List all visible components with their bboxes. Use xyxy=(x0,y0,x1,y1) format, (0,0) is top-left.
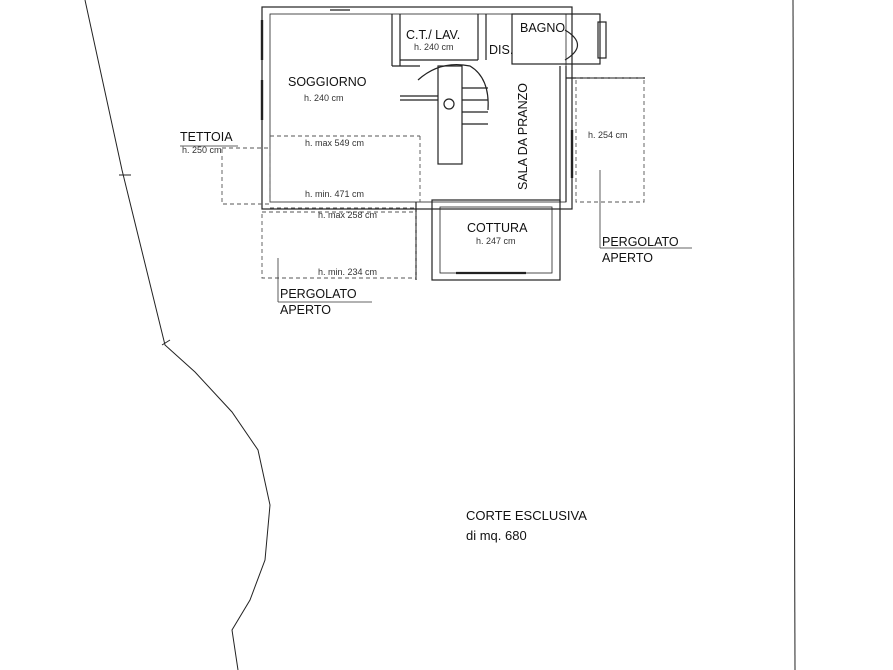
terrace-right-height: h. 254 cm xyxy=(588,130,628,140)
height-max-549: h. max 549 cm xyxy=(305,138,364,148)
ct-lav-label: C.T./ LAV. xyxy=(406,28,460,42)
lot-boundary xyxy=(84,0,796,670)
dis-label: DIS. xyxy=(489,43,513,57)
pergolato-right-line2: APERTO xyxy=(602,251,653,265)
height-min-234: h. min. 234 cm xyxy=(318,267,377,277)
tettoia-height: h. 250 cm xyxy=(182,145,222,155)
dashed-outlines xyxy=(221,77,645,279)
bagno-label: BAGNO xyxy=(520,21,565,35)
corte-area: di mq. 680 xyxy=(466,528,527,543)
tettoia-label: TETTOIA xyxy=(180,130,233,144)
pergolato-left-line1: PERGOLATO xyxy=(280,287,357,301)
pergolato-left-line2: APERTO xyxy=(280,303,331,317)
cottura-height: h. 247 cm xyxy=(476,236,516,246)
leader-lines xyxy=(180,145,692,303)
building-walls xyxy=(260,6,645,281)
cottura-label: COTTURA xyxy=(467,221,528,235)
ct-lav-height: h. 240 cm xyxy=(414,42,454,52)
soggiorno-height: h. 240 cm xyxy=(304,93,344,103)
pergolato-right-line1: PERGOLATO xyxy=(602,235,679,249)
corte-label: CORTE ESCLUSIVA xyxy=(466,508,587,523)
height-max-258: h. max 258 cm xyxy=(318,210,377,220)
height-min-471: h. min. 471 cm xyxy=(305,189,364,199)
soggiorno-label: SOGGIORNO xyxy=(288,75,367,89)
sala-da-pranzo-label: SALA DA PRANZO xyxy=(516,83,530,190)
